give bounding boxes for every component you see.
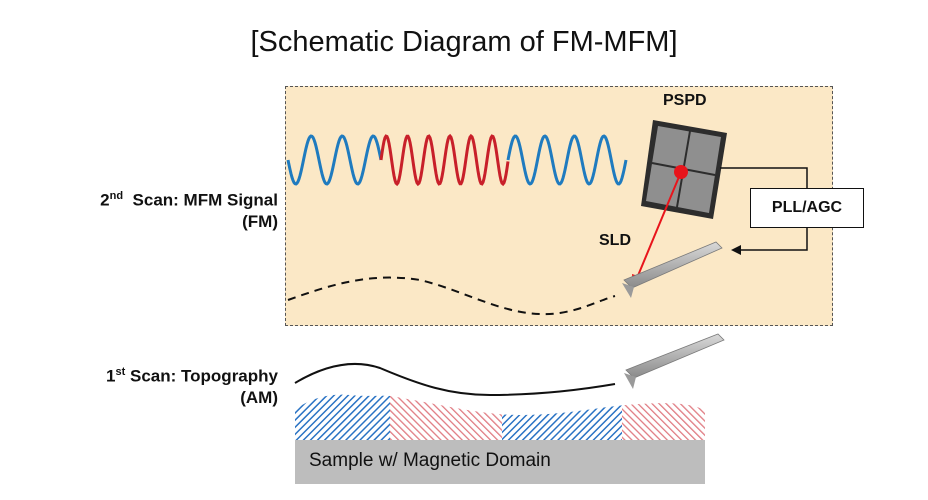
domain-blue-2 bbox=[502, 394, 622, 440]
cantilever-upper bbox=[622, 241, 723, 298]
second-scan-sup: nd bbox=[109, 190, 124, 202]
first-scan-text: Scan: Topography bbox=[130, 366, 278, 386]
feedback-wire-top bbox=[720, 167, 808, 188]
second-scan-mode: (FM) bbox=[242, 211, 278, 231]
feedback-wire-bottom bbox=[731, 228, 808, 255]
topography-trace bbox=[294, 362, 616, 397]
first-scan-label: 1st Scan: Topography (AM) bbox=[106, 362, 278, 408]
first-scan-mode: (AM) bbox=[240, 387, 278, 407]
pll-agc-box: PLL/AGC bbox=[750, 188, 864, 228]
sld-label: SLD bbox=[599, 232, 631, 249]
cantilever-lower bbox=[624, 333, 725, 389]
pspd-label: PSPD bbox=[663, 92, 707, 109]
second-scan-label: 2nd Scan: MFM Signal (FM) bbox=[100, 186, 278, 232]
second-scan-prefix: 2 bbox=[100, 190, 110, 210]
domain-red-2 bbox=[622, 394, 705, 440]
laser-beam bbox=[636, 171, 682, 279]
sample-substrate: Sample w/ Magnetic Domain bbox=[295, 440, 705, 484]
wave-right-blue bbox=[506, 134, 628, 186]
pll-agc-label: PLL/AGC bbox=[771, 199, 843, 216]
sample-label: Sample w/ Magnetic Domain bbox=[309, 450, 551, 471]
wave-middle-red bbox=[379, 133, 510, 187]
wave-left-blue bbox=[286, 134, 383, 186]
diagram-title: [Schematic Diagram of FM-MFM] bbox=[250, 26, 678, 58]
second-scan-text: Scan: MFM Signal bbox=[132, 190, 278, 210]
first-scan-sup: st bbox=[115, 366, 126, 378]
first-scan-prefix: 1 bbox=[106, 366, 116, 386]
lift-trajectory bbox=[287, 276, 616, 316]
domain-red-1 bbox=[390, 394, 502, 440]
domain-blue-1 bbox=[295, 394, 390, 440]
fm-scan-panel bbox=[285, 86, 833, 326]
